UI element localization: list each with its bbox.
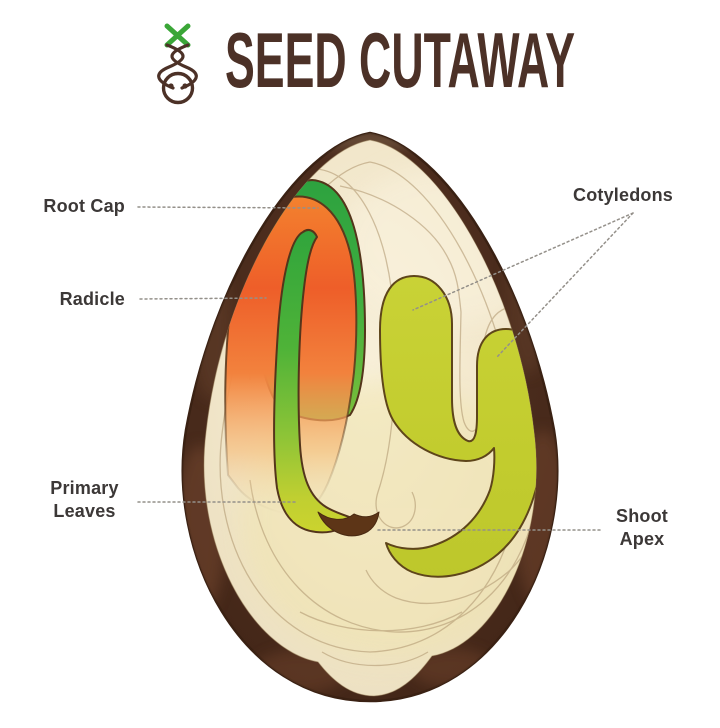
leader-cotyledon-1: [412, 212, 634, 311]
page-title: SEED CUTAWAY: [225, 16, 575, 104]
seed-cross-section: [181, 131, 559, 703]
leader-radicle: [139, 297, 267, 300]
label-primary-leaves: Primary Leaves: [50, 478, 119, 521]
epicotyl-primary-leaves-shape: [273, 228, 353, 534]
label-shoot-apex: Shoot Apex: [616, 506, 668, 549]
leader-cotyledon-2: [496, 212, 634, 358]
label-cotyledons: Cotyledons: [573, 185, 674, 205]
shoot-apex-shape: [317, 511, 380, 537]
logo-dot: [168, 83, 174, 89]
logo-braid-strand: [157, 43, 185, 90]
leader-root-cap: [137, 206, 319, 209]
leader-lines: [137, 206, 634, 531]
logo-seed-circle: [161, 71, 195, 105]
sprouting-seed-logo-icon: [157, 23, 198, 105]
logo-green-x: [164, 23, 191, 48]
label-root-cap: Root Cap: [43, 196, 125, 216]
label-radicle: Radicle: [59, 289, 125, 309]
logo-dot: [182, 83, 188, 89]
